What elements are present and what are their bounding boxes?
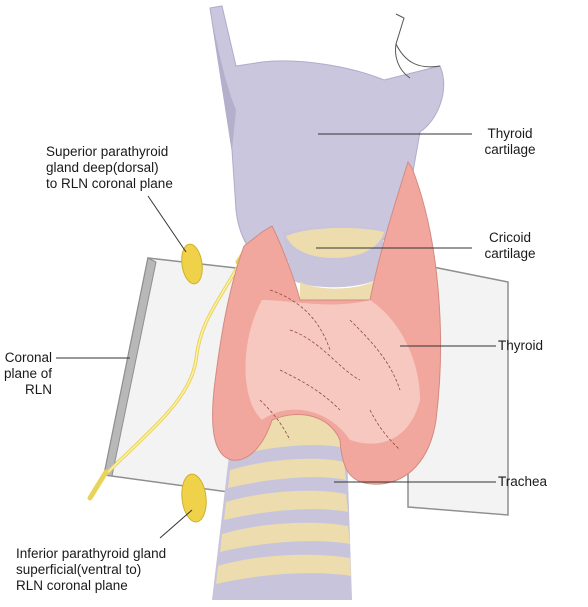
leader-inferior-parathyroid bbox=[159, 509, 193, 539]
cricoid-shape bbox=[282, 226, 384, 311]
leader-lines bbox=[56, 133, 496, 539]
label-thyroid: Thyroid bbox=[498, 338, 543, 354]
label-thyroid-cartilage: Thyroid cartilage bbox=[460, 126, 560, 158]
leader-superior-parathyroid bbox=[147, 195, 187, 253]
label-cricoid-cartilage-line2: cartilage bbox=[484, 246, 536, 261]
label-thyroid-cartilage-line2: cartilage bbox=[484, 142, 536, 157]
label-coronal-plane-line3: RLN bbox=[24, 382, 52, 397]
parathyroid-glands bbox=[181, 243, 207, 523]
label-superior-parathyroid-line3: to RLN coronal plane bbox=[46, 176, 173, 191]
label-inferior-parathyroid-line1: Inferior parathyroid gland bbox=[16, 546, 167, 561]
thyroid-gland-shape bbox=[212, 160, 442, 485]
label-superior-parathyroid: Superior parathyroid gland deep(dorsal) … bbox=[46, 144, 173, 192]
label-coronal-plane-line2: plane of bbox=[3, 366, 52, 381]
label-inferior-parathyroid-line2: superficial(ventral to) bbox=[16, 562, 142, 577]
label-trachea-line1: Trachea bbox=[498, 474, 548, 489]
label-trachea: Trachea bbox=[498, 474, 547, 490]
label-thyroid-line1: Thyroid bbox=[498, 338, 544, 353]
label-cricoid-cartilage: Cricoid cartilage bbox=[460, 230, 560, 262]
label-superior-parathyroid-line2: gland deep(dorsal) bbox=[46, 160, 159, 175]
label-coronal-plane: Coronal plane of RLN bbox=[0, 350, 52, 398]
label-cricoid-cartilage-line1: Cricoid bbox=[488, 230, 531, 245]
label-inferior-parathyroid: Inferior parathyroid gland superficial(v… bbox=[16, 546, 166, 594]
label-coronal-plane-line1: Coronal bbox=[4, 350, 52, 365]
label-inferior-parathyroid-line3: RLN coronal plane bbox=[16, 578, 128, 593]
label-thyroid-cartilage-line1: Thyroid bbox=[487, 126, 533, 141]
label-superior-parathyroid-line1: Superior parathyroid bbox=[46, 144, 169, 159]
